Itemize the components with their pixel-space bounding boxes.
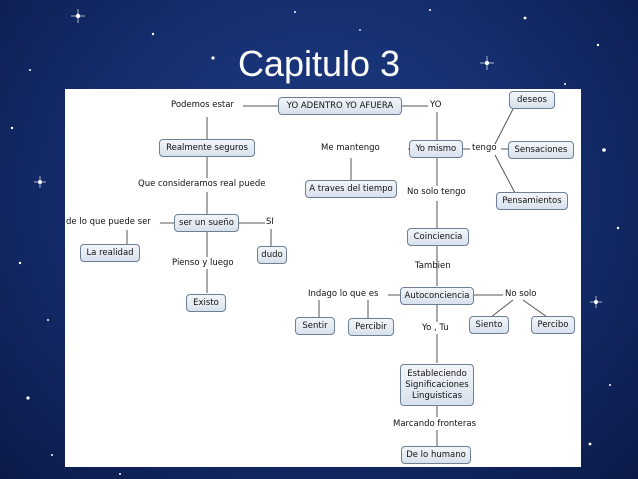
link-no-solo: No solo — [505, 289, 537, 299]
concept-map-panel: YO ADENTRO YO AFUERA deseos Realmente se… — [65, 89, 581, 467]
node-deseos: deseos — [509, 91, 555, 109]
link-yo-tu: Yo , Tu — [422, 323, 449, 333]
node-ser-un-sueno: ser un sueño — [174, 214, 239, 232]
node-sensaciones: Sensaciones — [508, 141, 574, 159]
link-marcando-fronteras: Marcando fronteras — [393, 419, 476, 429]
link-tengo: tengo — [472, 143, 497, 153]
node-coinciencia: Coinciencia — [407, 228, 469, 246]
node-realmente-seguros: Realmente seguros — [159, 139, 255, 157]
node-yo-adentro-yo-afuera: YO ADENTRO YO AFUERA — [278, 97, 402, 115]
link-tambien: Tambien — [415, 261, 451, 271]
node-yo-mismo: Yo mismo — [409, 140, 463, 158]
node-siento: Siento — [469, 316, 509, 334]
node-existo: Existo — [186, 294, 226, 312]
link-podemos-estar: Podemos estar — [171, 100, 234, 110]
link-que-consideramos-real-puede: Que consideramos real puede — [138, 179, 266, 189]
link-pienso-y-luego: Pienso y luego — [172, 258, 234, 268]
link-me-mantengo: Me mantengo — [321, 143, 380, 153]
node-estableciendo-significaciones: Estableciendo Significaciones Linguistic… — [400, 364, 474, 406]
node-de-lo-humano: De lo humano — [401, 446, 471, 464]
link-no-solo-tengo: No solo tengo — [407, 187, 466, 197]
node-dudo: dudo — [257, 246, 287, 264]
link-si: SI — [266, 217, 274, 227]
node-sentir: Sentir — [295, 317, 335, 335]
node-pensamientos: Pensamientos — [496, 192, 568, 210]
node-la-realidad: La realidad — [80, 244, 140, 262]
connector-lines — [126, 105, 548, 446]
node-percibir: Percibir — [348, 318, 394, 336]
slide-title: Capitulo 3 — [237, 43, 401, 84]
link-de-lo-que-puede-ser: de lo que puede ser — [66, 217, 151, 227]
link-yo: YO — [430, 100, 442, 110]
node-a-traves-del-tiempo: A traves del tiempo — [305, 180, 397, 198]
link-indago-lo-que-es: Indago lo que es — [308, 289, 379, 299]
node-autoconciencia: Autoconciencia — [400, 287, 474, 305]
node-percibo: Percibo — [531, 316, 575, 334]
